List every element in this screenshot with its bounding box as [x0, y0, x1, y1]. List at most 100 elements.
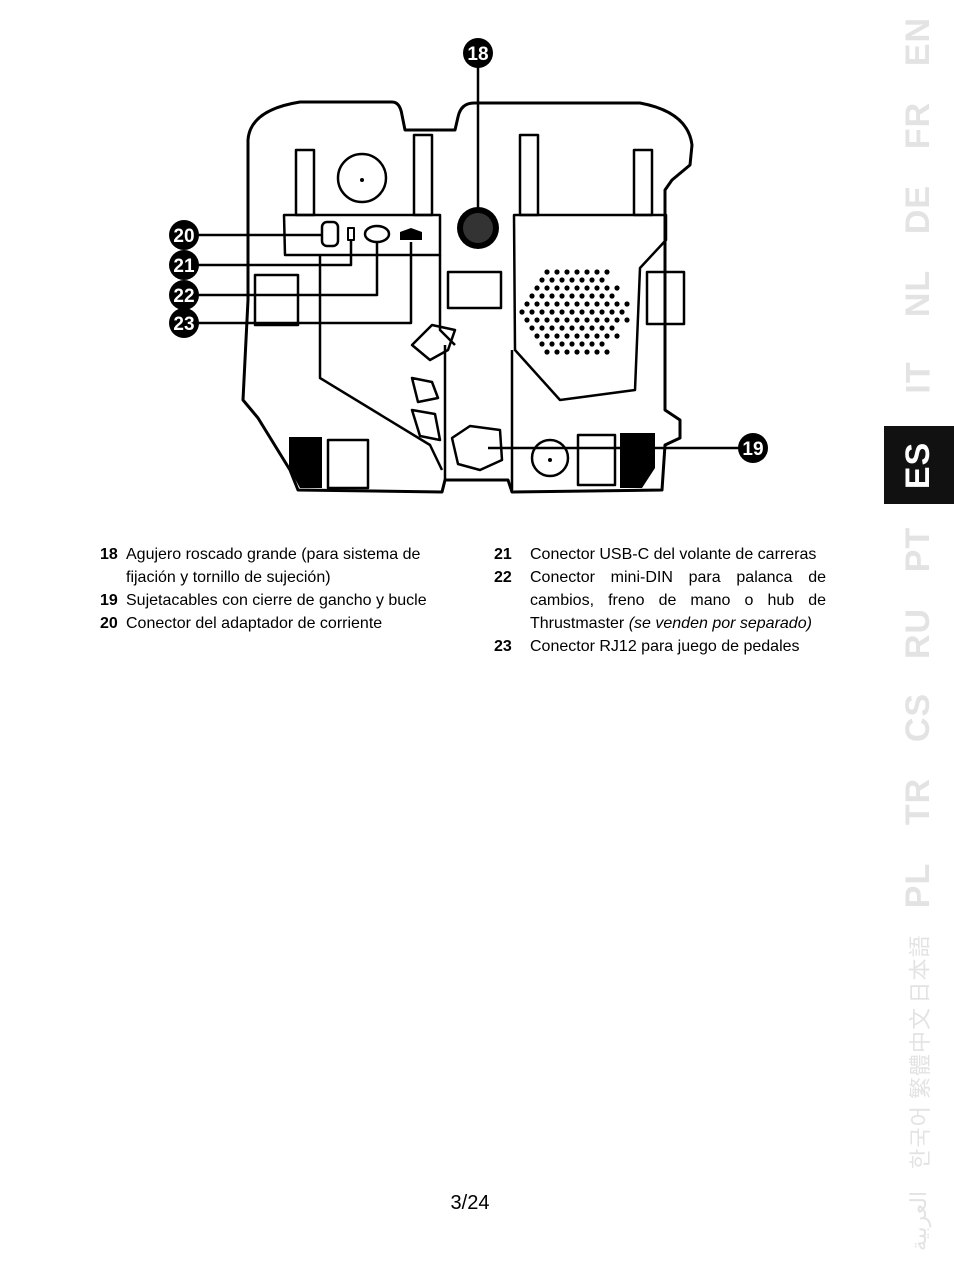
grille-hole — [619, 309, 625, 315]
grille-hole — [569, 309, 575, 315]
grille-hole — [544, 269, 550, 275]
grille-hole — [614, 317, 620, 323]
tab-tr[interactable]: TR — [884, 762, 954, 840]
grille-hole — [614, 301, 620, 307]
svg-text:18: 18 — [467, 44, 488, 65]
tab-label: PT — [899, 526, 938, 572]
svg-text:22: 22 — [173, 286, 194, 307]
tab-fr[interactable]: FR — [884, 86, 954, 164]
grille-hole — [614, 285, 620, 291]
tab-es[interactable]: ES — [884, 426, 954, 504]
grille-hole — [574, 301, 580, 307]
tab-label: 한국어 — [907, 1105, 933, 1169]
grille-hole — [554, 317, 560, 323]
svg-text:20: 20 — [173, 226, 194, 247]
grille-hole — [544, 301, 550, 307]
grille-hole — [594, 333, 600, 339]
grille-hole — [579, 277, 585, 283]
grille-hole — [539, 293, 545, 299]
speaker-grille — [519, 269, 630, 355]
grille-hole — [604, 285, 610, 291]
tab-label: DE — [899, 184, 938, 234]
grille-hole — [604, 333, 610, 339]
tab-zh[interactable]: 繁體中文 — [884, 1007, 954, 1099]
tab-nl[interactable]: NL — [884, 254, 954, 332]
grille-hole — [584, 333, 590, 339]
grille-hole — [589, 341, 595, 347]
grille-hole — [594, 269, 600, 275]
callout-21: 21 — [169, 250, 199, 280]
grille-hole — [574, 349, 580, 355]
grille-hole — [539, 325, 545, 331]
tab-label: NL — [899, 269, 938, 317]
legend-text: Conector RJ12 para juego de pedales — [530, 638, 800, 655]
grille-hole — [574, 269, 580, 275]
grille-hole — [564, 349, 570, 355]
legend-text: Conector USB-C del volante de carreras — [530, 546, 817, 563]
grille-hole — [564, 285, 570, 291]
grille-hole — [589, 293, 595, 299]
grille-hole — [544, 317, 550, 323]
legend-item-20: 20 Conector del adaptador de corriente — [100, 612, 445, 635]
grille-hole — [584, 349, 590, 355]
tab-de[interactable]: DE — [884, 170, 954, 248]
page-number: 3/24 — [450, 1192, 490, 1214]
tab-pl[interactable]: PL — [884, 846, 954, 924]
tab-ru[interactable]: RU — [884, 594, 954, 672]
legend-text: Conector mini-DIN para palanca de cambio… — [530, 569, 826, 632]
tab-ja[interactable]: 日本語 — [884, 930, 954, 1008]
legend-number: 18 — [100, 546, 118, 563]
grille-hole — [554, 301, 560, 307]
tab-label: PL — [899, 862, 938, 908]
grille-hole — [614, 333, 620, 339]
grille-hole — [559, 277, 565, 283]
grille-hole — [579, 325, 585, 331]
grille-hole — [604, 301, 610, 307]
tab-it[interactable]: IT — [884, 338, 954, 416]
tab-pt[interactable]: PT — [884, 510, 954, 588]
legend-item-22: 22 Conector mini-DIN para palanca de cam… — [494, 566, 826, 635]
grille-hole — [534, 285, 540, 291]
product-underside-diagram: 18 19 20 21 22 23 — [169, 38, 768, 494]
grille-hole — [549, 293, 555, 299]
grille-hole — [559, 309, 565, 315]
grille-hole — [534, 301, 540, 307]
grille-hole — [559, 293, 565, 299]
tab-label: 日本語 — [907, 934, 933, 1004]
language-tabs: EN FR DE NL IT ES PT RU CS TR PL 日本語 繁體中… — [884, 0, 954, 1272]
grille-hole — [599, 277, 605, 283]
grille-hole — [569, 293, 575, 299]
grille-hole — [624, 301, 630, 307]
grille-hole — [529, 325, 535, 331]
grille-hole — [589, 277, 595, 283]
grille-hole — [554, 269, 560, 275]
tab-cs[interactable]: CS — [884, 678, 954, 756]
grille-hole — [579, 309, 585, 315]
grille-hole — [574, 285, 580, 291]
legend-number: 22 — [494, 569, 512, 586]
callout-18: 18 — [463, 38, 493, 68]
legend-note: (se venden por separado) — [628, 615, 812, 632]
tab-label: CS — [899, 692, 938, 742]
grille-hole — [519, 309, 525, 315]
grille-hole — [564, 333, 570, 339]
grille-hole — [579, 293, 585, 299]
legend-text: Agujero roscado grande (para sistema de … — [126, 546, 421, 586]
tab-ar[interactable]: العربية — [884, 1182, 954, 1260]
grille-hole — [564, 317, 570, 323]
grille-hole — [574, 333, 580, 339]
grille-hole — [584, 301, 590, 307]
grille-hole — [549, 309, 555, 315]
grille-hole — [559, 325, 565, 331]
legend-text: Sujetacables con cierre de gancho y bucl… — [126, 592, 427, 609]
grille-hole — [599, 293, 605, 299]
tab-en[interactable]: EN — [884, 2, 954, 80]
grille-hole — [599, 309, 605, 315]
grille-hole — [564, 269, 570, 275]
grille-hole — [549, 341, 555, 347]
tab-label: RU — [899, 607, 938, 659]
tab-ko[interactable]: 한국어 — [884, 1098, 954, 1176]
tab-label: IT — [899, 360, 938, 394]
grille-hole — [604, 269, 610, 275]
grille-hole — [524, 301, 530, 307]
